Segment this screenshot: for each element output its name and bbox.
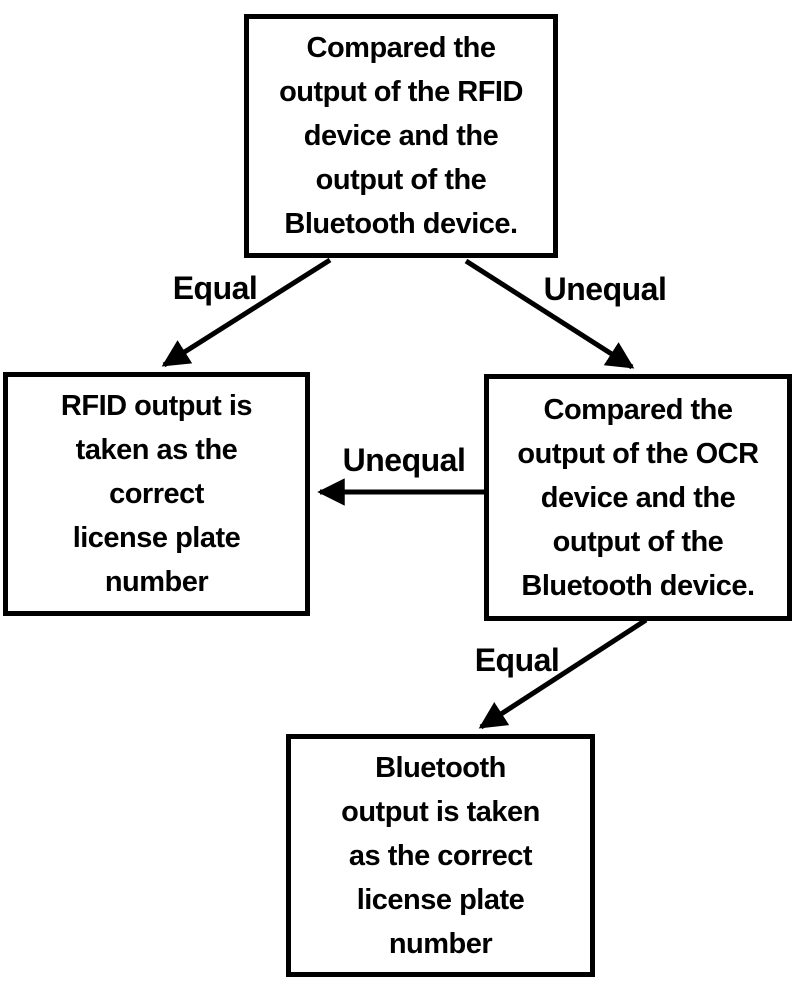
edge-label-equal-bottom: Equal bbox=[474, 642, 560, 678]
node-compare-rfid-bluetooth: Compared the output of the RFID device a… bbox=[244, 14, 558, 258]
edge-label-equal-top-left: Equal bbox=[172, 270, 258, 306]
edge-label-unequal-middle: Unequal bbox=[342, 442, 466, 478]
edge-label-unequal-top-right: Unequal bbox=[543, 271, 667, 307]
node-compare-ocr-bluetooth: Compared the output of the OCR device an… bbox=[484, 374, 792, 621]
node-rfid-output-correct: RFID output is taken as the correct lice… bbox=[3, 372, 310, 616]
node-bluetooth-output-correct: Bluetooth output is taken as the correct… bbox=[286, 734, 595, 977]
